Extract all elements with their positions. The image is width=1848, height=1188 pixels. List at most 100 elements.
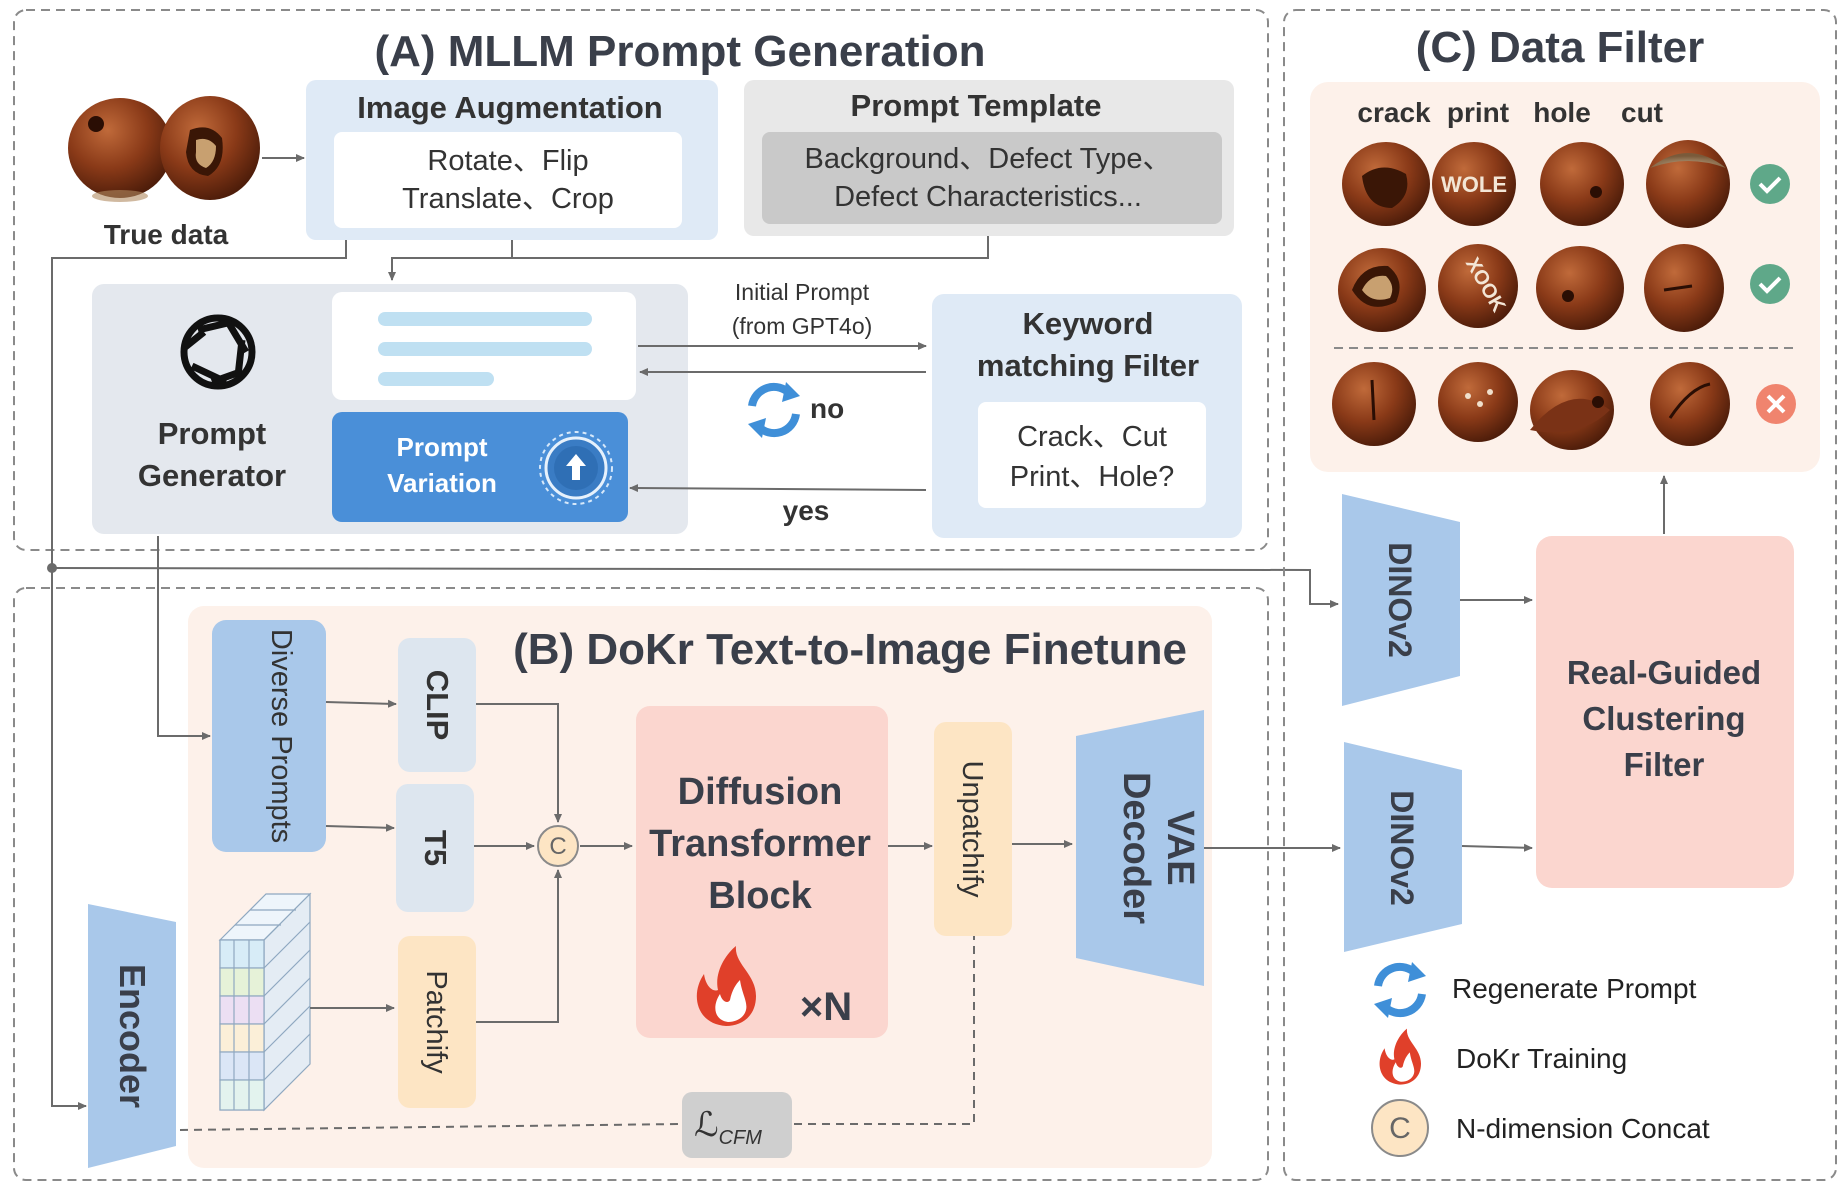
category-print: print <box>1447 97 1509 128</box>
section-a-title: (A) MLLM Prompt Generation <box>374 27 985 76</box>
loss-dashed-right <box>794 936 975 1125</box>
connector-template-down <box>388 236 989 281</box>
initial-prompt-line1: Initial Prompt <box>735 279 870 305</box>
prompt-variation-line1: Prompt <box>397 432 488 462</box>
prompt-template-title: Prompt Template <box>851 88 1102 123</box>
keyword-filter-title2: matching Filter <box>977 348 1199 383</box>
unpatchify-box <box>934 722 1012 936</box>
keyword-filter-inner <box>978 402 1206 508</box>
sample-row-2: XOOK <box>1338 244 1790 332</box>
image-augmentation-line2: Translate、Crop <box>402 183 614 215</box>
upload-circle-icon <box>539 431 613 505</box>
sample-row-1: WOLE <box>1342 140 1790 228</box>
arrow-prompts-to-t5 <box>325 823 395 832</box>
category-hole: hole <box>1533 97 1591 128</box>
legend: Regenerate Prompt DoKr Training C N-dime… <box>1371 962 1710 1157</box>
loss-sub: CFM <box>719 1127 763 1149</box>
vae-decoder-line1: VAE <box>1159 810 1201 885</box>
dinov2-top-label: DINOv2 <box>1382 542 1418 658</box>
encoder-shape <box>88 904 176 1168</box>
diffusion-line2: Transformer <box>649 823 871 865</box>
concat-symbol: C <box>549 833 566 860</box>
arrow-prompts-to-clip <box>325 699 397 708</box>
no-label: no <box>810 393 844 424</box>
vae-decoder-shape <box>1076 710 1204 986</box>
junction-dot <box>47 563 57 573</box>
category-cut: cut <box>1621 97 1663 128</box>
connector-truedata-to-dinov2 <box>51 567 1339 608</box>
diffusion-repeat: ×N <box>800 985 852 1029</box>
legend-concat-label: N-dimension Concat <box>1456 1113 1710 1144</box>
keyword-filter-title1: Keyword <box>1023 306 1154 341</box>
prompt-line-3 <box>378 372 494 386</box>
legend-concat-icon <box>1371 1099 1429 1157</box>
legend-regenerate-label: Regenerate Prompt <box>1452 973 1697 1004</box>
diffusion-line3: Block <box>708 875 812 917</box>
openai-logo-icon <box>180 314 256 390</box>
dinov2-top-shape <box>1342 494 1460 706</box>
encoder-label: Encoder <box>112 964 153 1108</box>
connector-generator-to-prompts <box>157 536 211 740</box>
diverse-prompts-label: Diverse Prompts <box>265 629 297 843</box>
loss-main: ℒ <box>694 1106 719 1144</box>
section-c-frame <box>1283 9 1837 1181</box>
dinov2-bottom-shape <box>1344 742 1462 952</box>
t5-box <box>396 784 474 912</box>
vae-decoder-line2: Decoder <box>1115 772 1157 924</box>
legend-fire-icon <box>1379 1028 1421 1085</box>
keyword-filter-line1: Crack、Cut <box>1017 421 1167 453</box>
legend-training-label: DoKr Training <box>1456 1043 1627 1074</box>
regenerate-icon <box>748 382 800 438</box>
connector-augmentation-to-encoder <box>51 240 347 1110</box>
patchify-label: Patchify <box>420 970 452 1074</box>
prompt-line-2 <box>378 342 592 356</box>
concat-node <box>537 825 579 867</box>
section-a-frame <box>13 9 1269 551</box>
arrow-clip-to-concat <box>476 703 562 823</box>
image-augmentation-title: Image Augmentation <box>357 90 662 125</box>
true-data-label: True data <box>104 219 229 250</box>
loss-label: ℒCFM <box>694 1106 762 1149</box>
diffusion-line1: Diffusion <box>678 771 843 813</box>
diffusion-transformer-block <box>636 706 888 1038</box>
prompt-template-inner <box>762 132 1222 224</box>
prompt-line-1 <box>378 312 592 326</box>
clustering-filter-line1: Real-Guided <box>1567 654 1761 691</box>
unpatchify-label: Unpatchify <box>956 760 988 898</box>
prompt-template-line1: Background、Defect Type、 <box>805 143 1172 175</box>
sample-print-text-1: WOLE <box>1441 172 1507 197</box>
section-b-title: (B) DoKr Text-to-Image Finetune <box>513 625 1187 674</box>
prompt-template-line2: Defect Characteristics... <box>834 181 1142 213</box>
initial-prompt-line2: (from GPT4o) <box>732 313 873 339</box>
prompt-generator-line1: Prompt <box>158 416 267 451</box>
arrow-dinov2-bottom-to-filter <box>1461 843 1533 852</box>
keyword-filter-line2: Print、Hole? <box>1010 461 1174 493</box>
fire-icon <box>696 946 756 1026</box>
true-data-image <box>68 96 260 202</box>
arrow-yes-back <box>629 484 927 493</box>
category-crack: crack <box>1357 97 1431 128</box>
sample-row-3 <box>1332 362 1796 450</box>
section-b-frame <box>13 587 1269 1181</box>
clip-label: CLIP <box>420 670 455 741</box>
dinov2-bottom-label: DINOv2 <box>1384 790 1420 906</box>
patchify-box <box>398 936 476 1108</box>
image-augmentation-inner <box>334 132 682 228</box>
arrow-patchify-to-concat <box>476 869 562 1023</box>
legend-concat-symbol: C <box>1389 1112 1411 1145</box>
clustering-filter-box <box>1536 536 1794 888</box>
clip-box <box>398 638 476 772</box>
prompt-generator-line2: Generator <box>138 458 286 493</box>
section-c-title: (C) Data Filter <box>1416 23 1704 72</box>
diverse-prompts-box <box>212 620 326 852</box>
clustering-filter-line2: Clustering <box>1582 700 1745 737</box>
clustering-filter-line3: Filter <box>1624 746 1705 783</box>
yes-label: yes <box>783 495 830 526</box>
loss-box <box>682 1092 792 1158</box>
t5-label: T5 <box>418 830 453 866</box>
legend-regenerate-icon <box>1374 962 1426 1018</box>
prompt-variation-line2: Variation <box>387 468 497 498</box>
image-augmentation-line1: Rotate、Flip <box>427 145 588 177</box>
latent-cube <box>218 892 312 1112</box>
